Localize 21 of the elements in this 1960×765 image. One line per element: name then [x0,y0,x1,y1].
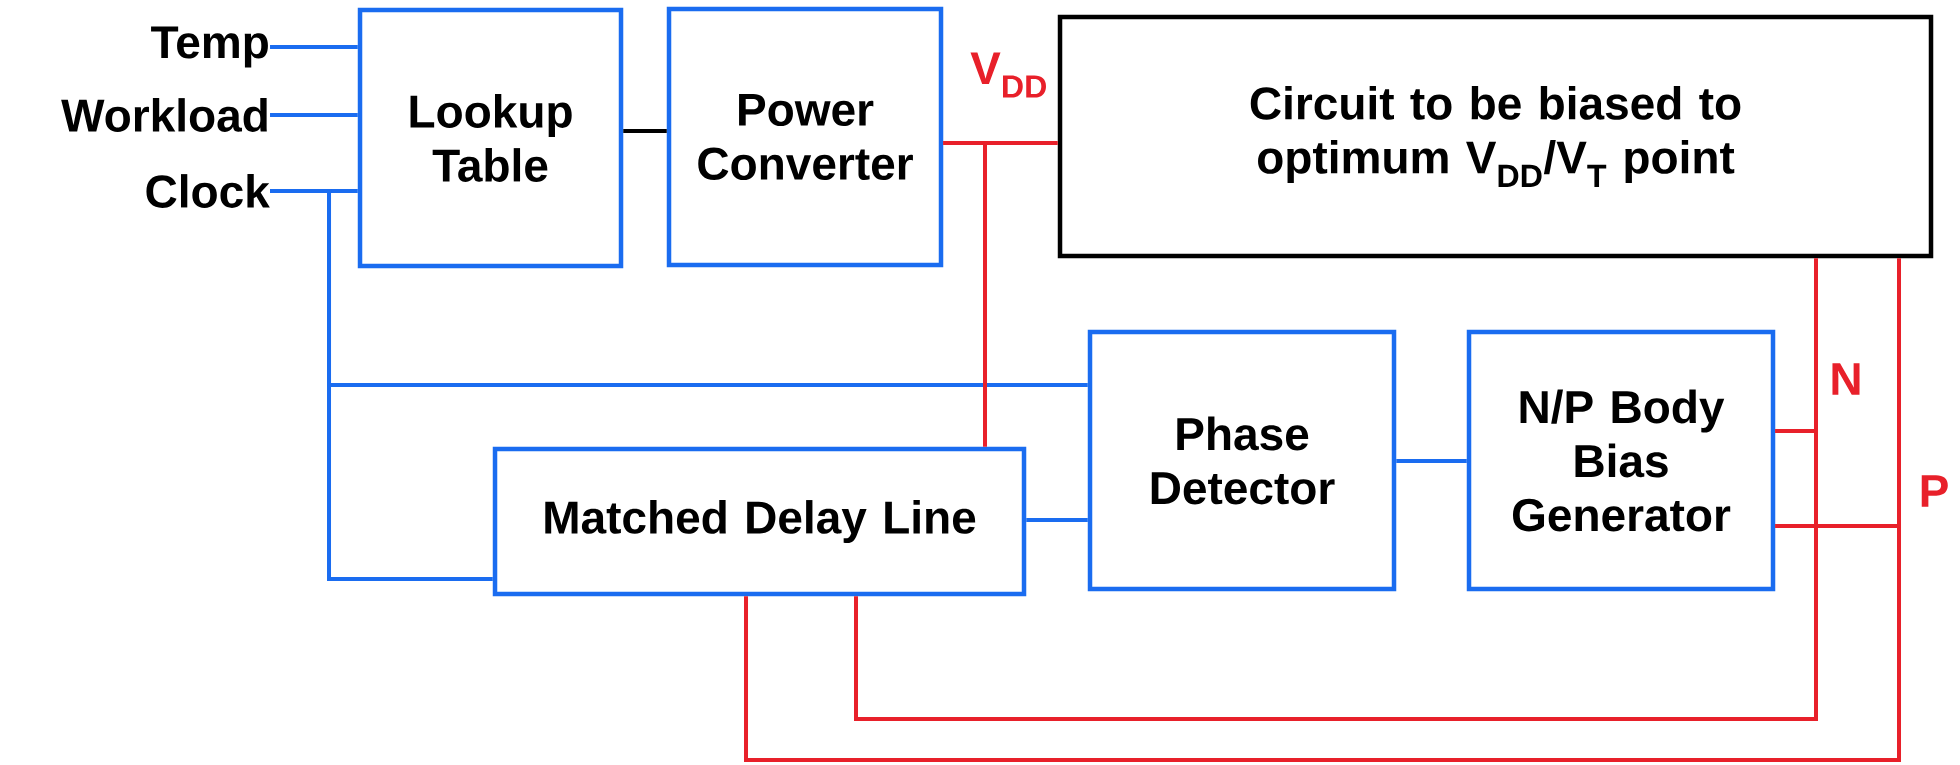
block-box: Power Converter [666,6,944,268]
edge-label: P [1917,474,1951,508]
connector-line [270,45,358,49]
block-box: Lookup Table [357,7,624,269]
edge-label: V$_{DD}$ [969,51,1049,99]
input-label: Temp [151,26,268,68]
connector-line [1026,518,1088,522]
block-box: N/P Body Bias Generator [1466,329,1776,592]
connector-line [744,524,1901,762]
block-box: Matched Delay Line [492,446,1027,597]
connector-line [1396,459,1467,463]
input-label: Clock [146,174,270,208]
connector-line [270,113,358,117]
connector-line [943,141,987,447]
connector-line [270,189,493,581]
connector-line [854,429,1818,721]
block-box: Phase Detector [1087,329,1397,592]
edge-label: N [1828,362,1864,396]
block-box: Circuit to be biased to optimum V$_{DD}$/V$_{T}$ point [1057,14,1934,259]
input-label: Workload [61,98,267,132]
connector-line [623,129,667,133]
